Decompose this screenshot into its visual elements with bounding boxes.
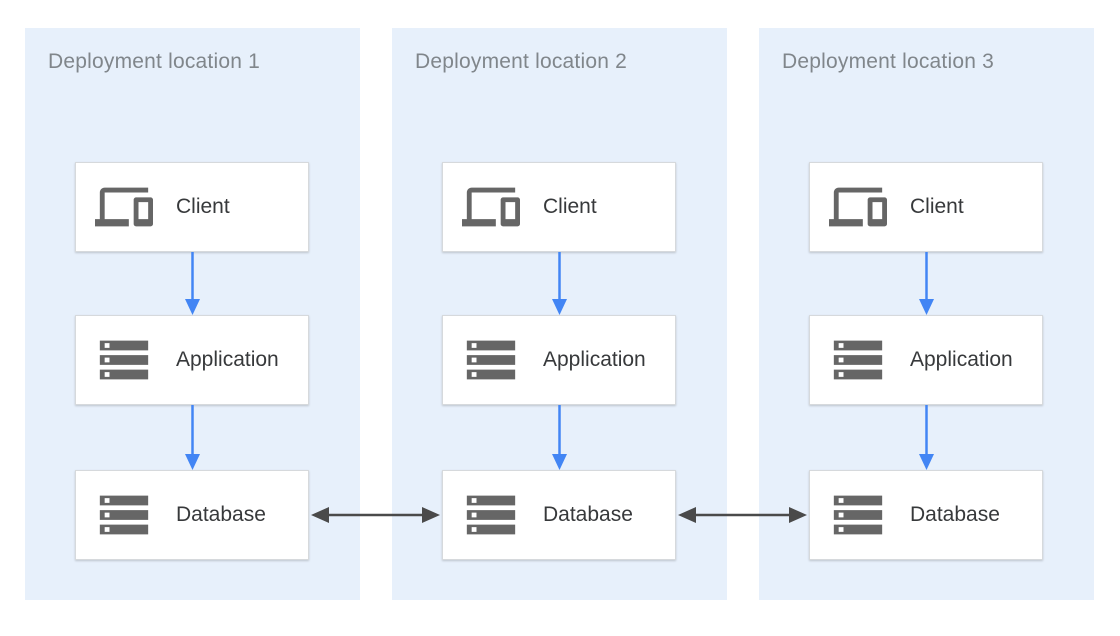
zone-title: Deployment location 1 [48,50,260,73]
node-label: Client [176,195,230,218]
deployment-zone-1: Deployment location 1 Client Application… [25,28,360,600]
node-database: Database [442,470,676,560]
node-label: Application [543,348,646,371]
server-stack-icon [466,495,516,535]
devices-icon [829,187,887,227]
server-stack-icon [833,495,883,535]
node-label: Database [910,503,1000,526]
node-label: Application [910,348,1013,371]
node-label: Client [910,195,964,218]
node-label: Client [543,195,597,218]
node-application: Application [75,315,309,405]
node-client: Client [75,162,309,252]
server-stack-icon [99,495,149,535]
devices-icon [462,187,520,227]
server-stack-icon [99,340,149,380]
zone-title: Deployment location 2 [415,50,627,73]
node-client: Client [809,162,1043,252]
server-stack-icon [833,340,883,380]
node-database: Database [75,470,309,560]
node-client: Client [442,162,676,252]
node-label: Database [543,503,633,526]
server-stack-icon [466,340,516,380]
deployment-zone-3: Deployment location 3 Client Application… [759,28,1094,600]
zone-title: Deployment location 3 [782,50,994,73]
node-application: Application [442,315,676,405]
node-application: Application [809,315,1043,405]
node-label: Database [176,503,266,526]
node-label: Application [176,348,279,371]
node-database: Database [809,470,1043,560]
devices-icon [95,187,153,227]
deployment-zone-2: Deployment location 2 Client Application… [392,28,727,600]
